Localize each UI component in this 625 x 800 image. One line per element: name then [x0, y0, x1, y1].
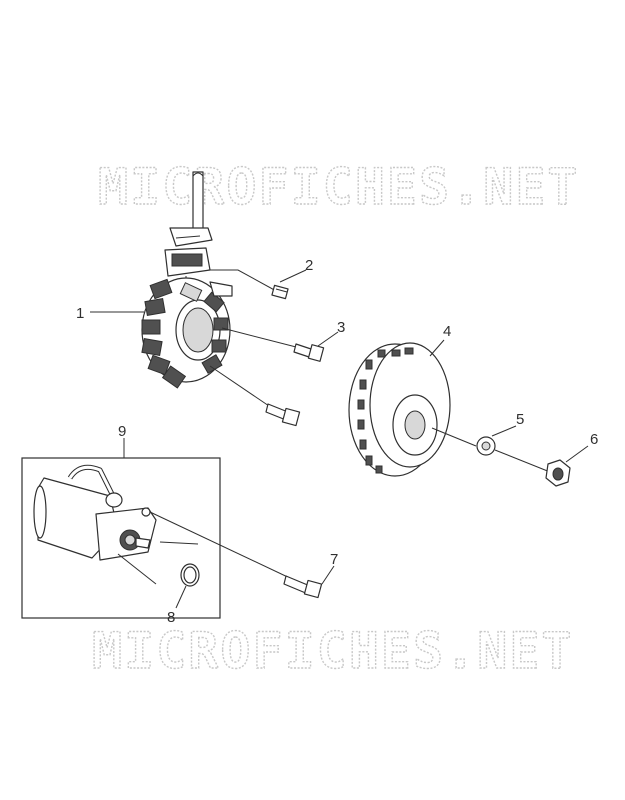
- callout-1: 1: [76, 305, 84, 322]
- watermark-top: MICROFICHES.NET: [98, 158, 580, 216]
- watermark-bottom: MICROFICHES.NET: [92, 622, 574, 680]
- washer-part[interactable]: [431, 427, 496, 456]
- callout-3: 3: [337, 319, 345, 336]
- flange-nut-part[interactable]: [494, 449, 571, 487]
- callout-9: 9: [118, 423, 126, 440]
- bolt-part-stator-lower[interactable]: [209, 365, 301, 427]
- callout-7: 7: [330, 551, 338, 568]
- callout-6: 6: [590, 431, 598, 448]
- callout-8: 8: [167, 609, 175, 626]
- callout-5: 5: [516, 411, 524, 428]
- starter-assembly-box: [21, 457, 221, 619]
- callout-4: 4: [443, 323, 451, 340]
- starter-motor-part[interactable]: [33, 464, 157, 561]
- o-ring-part[interactable]: [180, 563, 200, 587]
- bolt-part-7[interactable]: [283, 575, 323, 599]
- callout-2: 2: [305, 257, 313, 274]
- bolt-part-2[interactable]: [208, 269, 289, 300]
- flywheel-part[interactable]: [348, 342, 451, 477]
- bolt-part-3[interactable]: [221, 327, 325, 362]
- stator-part[interactable]: [141, 171, 233, 389]
